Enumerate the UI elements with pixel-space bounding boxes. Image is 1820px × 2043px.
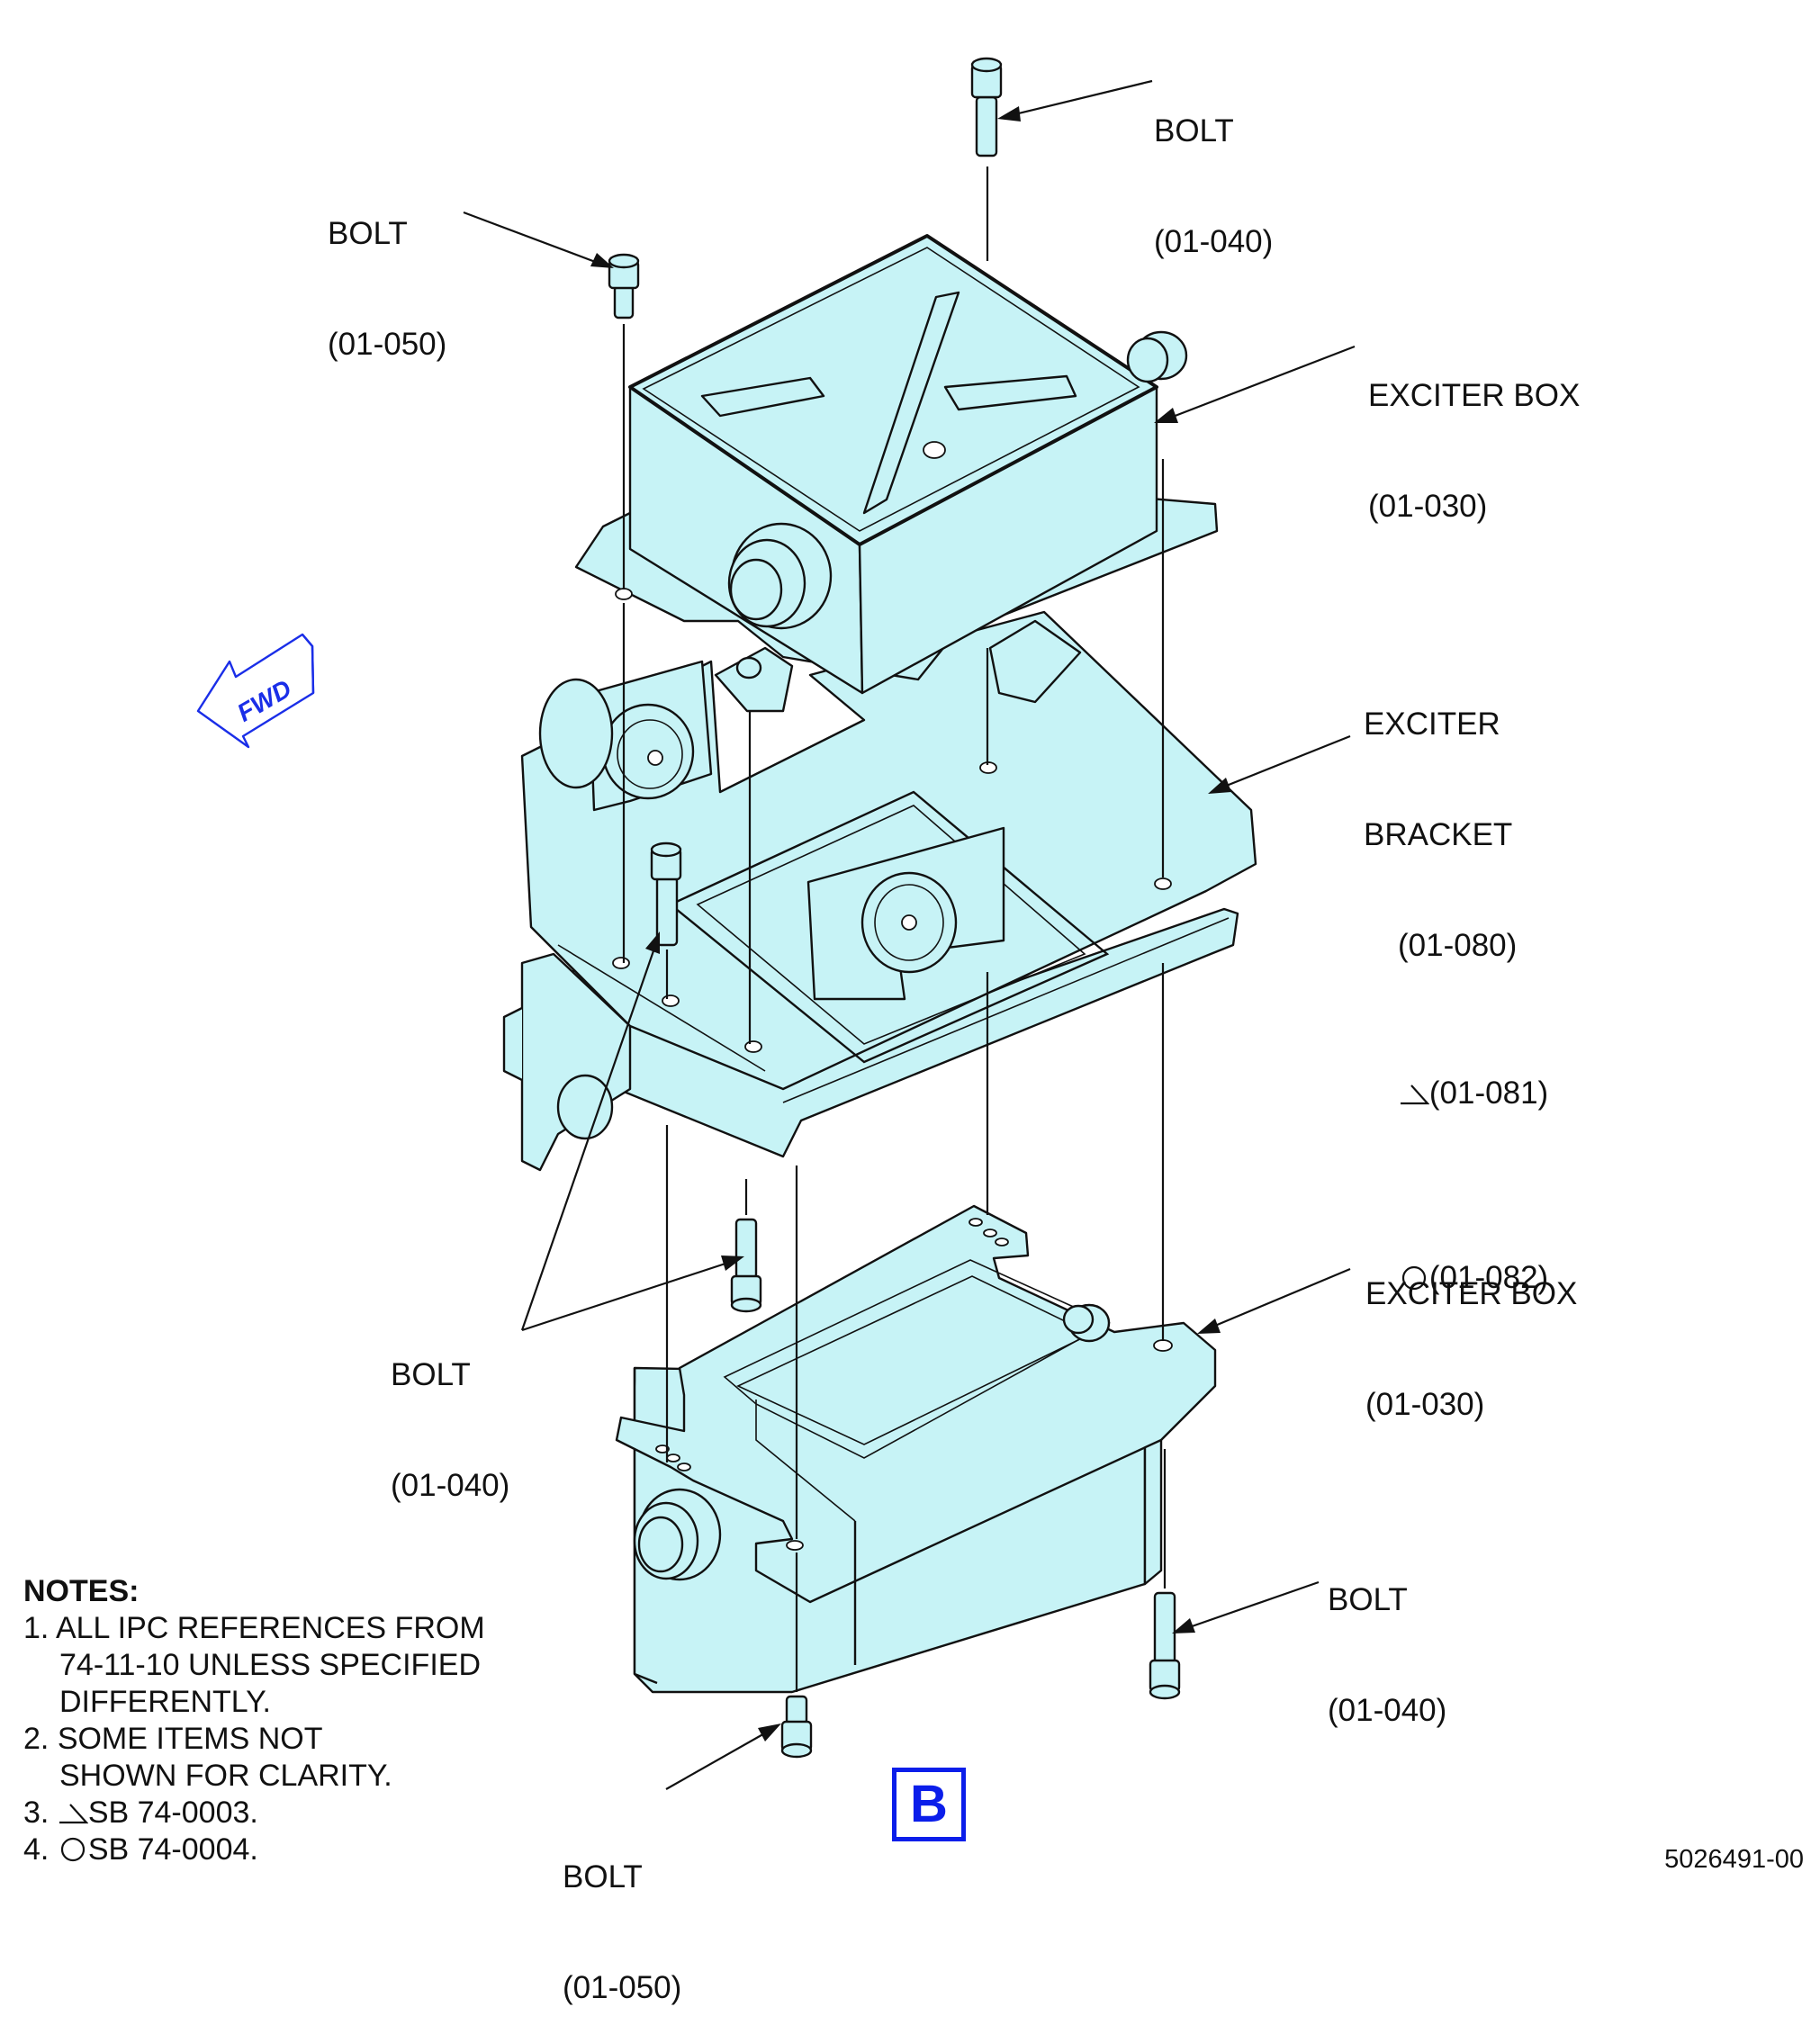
alignment-lines [622, 166, 1167, 1692]
callout-name: BOLT [1154, 113, 1234, 148]
note-1-line3: DIFFERENTLY. [59, 1685, 271, 1719]
bolt-bottom-right [1149, 1591, 1181, 1700]
triangle-flag-icon [1400, 1084, 1429, 1105]
circle-icon [1401, 1265, 1427, 1291]
note-3: 3. SB 74-0003. [23, 1795, 485, 1832]
note-2: 2. SOME ITEMS NOT [23, 1721, 485, 1758]
triangle-flag-icon [59, 1804, 88, 1824]
note-num: 2. [23, 1722, 50, 1756]
callout-exciter-box-upper: EXCITER BOX (01-030) [1368, 303, 1580, 562]
callout-name-line1: EXCITER [1364, 706, 1500, 742]
callout-ref3-row: (01-082) [1364, 1222, 1548, 1333]
callout-name-line2: BRACKET [1364, 817, 1513, 852]
drawing-number: 5026491-00 [1664, 1845, 1804, 1874]
callout-name: BOLT [1328, 1582, 1408, 1617]
note-num: 4. [23, 1832, 50, 1867]
bolt-top-left [608, 253, 640, 320]
notes-title: NOTES: [23, 1574, 140, 1608]
note-2-line2: SHOWN FOR CLARITY. [59, 1759, 392, 1793]
callout-name: BOLT [563, 1859, 643, 1894]
note-1: 1. ALL IPC REFERENCES FROM [23, 1610, 485, 1647]
callout-ref: (01-050) [328, 327, 447, 362]
bolt-top-right [970, 57, 1003, 158]
callout-ref1: (01-080) [1398, 928, 1518, 963]
callout-bolt-bottom-left: BOLT (01-050) [563, 1785, 681, 2043]
callout-exciter-bracket: EXCITER BRACKET (01-080) (01-081) (01-08… [1364, 632, 1548, 1370]
lower-exciter-box [615, 1204, 1217, 1694]
leader-lines [463, 79, 1356, 1790]
callout-name: EXCITER BOX [1368, 378, 1581, 413]
callout-name: BOLT [391, 1357, 471, 1392]
callout-name: BOLT [328, 216, 408, 251]
callout-bolt-middle: BOLT (01-040) [391, 1282, 509, 1541]
callout-ref: (01-030) [1365, 1387, 1485, 1422]
callout-ref: (01-040) [1328, 1693, 1447, 1728]
note-4: 4. SB 74-0004. [23, 1832, 485, 1868]
note-1-line2: 74-11-10 UNLESS SPECIFIED [59, 1648, 481, 1682]
note-num: 1. [23, 1611, 50, 1645]
note-num: 3. [23, 1796, 50, 1830]
callout-ref2: (01-081) [1428, 1076, 1549, 1111]
callout-ref2-row: (01-081) [1364, 1038, 1548, 1148]
callout-ref: (01-030) [1368, 489, 1488, 524]
callout-ref: (01-040) [1154, 224, 1274, 259]
callout-ref: (01-050) [563, 1970, 682, 2005]
note-text: SB 74-0003. [87, 1796, 258, 1830]
callout-bolt-top-left: BOLT (01-050) [328, 141, 446, 400]
upper-exciter-box [574, 234, 1219, 695]
callout-bolt-bottom-right: BOLT (01-040) [1328, 1508, 1446, 1766]
view-label: B [892, 1768, 966, 1841]
callout-ref: (01-040) [391, 1468, 510, 1503]
bolt-lower-center [730, 1218, 762, 1313]
exploded-assembly-drawing: FWD [196, 57, 1356, 1790]
bolt-middle [650, 842, 682, 947]
callout-bolt-top-right: BOLT (01-040) [1154, 39, 1273, 297]
notes-block: NOTES: 1. ALL IPC REFERENCES FROM 74-11-… [23, 1573, 485, 1868]
fwd-arrow: FWD [196, 633, 315, 749]
note-text: SOME ITEMS NOT [57, 1722, 323, 1756]
note-text: SB 74-0004. [87, 1832, 258, 1867]
callout-ref3: (01-082) [1428, 1260, 1549, 1295]
note-text: ALL IPC REFERENCES FROM [55, 1611, 485, 1645]
circle-icon [60, 1837, 85, 1862]
callout-name: EXCITER BOX [1365, 1276, 1578, 1311]
exciter-bracket [502, 610, 1257, 1172]
callout-exciter-box-lower: EXCITER BOX (01-030) [1365, 1202, 1577, 1460]
bolt-bottom-left [780, 1695, 813, 1759]
